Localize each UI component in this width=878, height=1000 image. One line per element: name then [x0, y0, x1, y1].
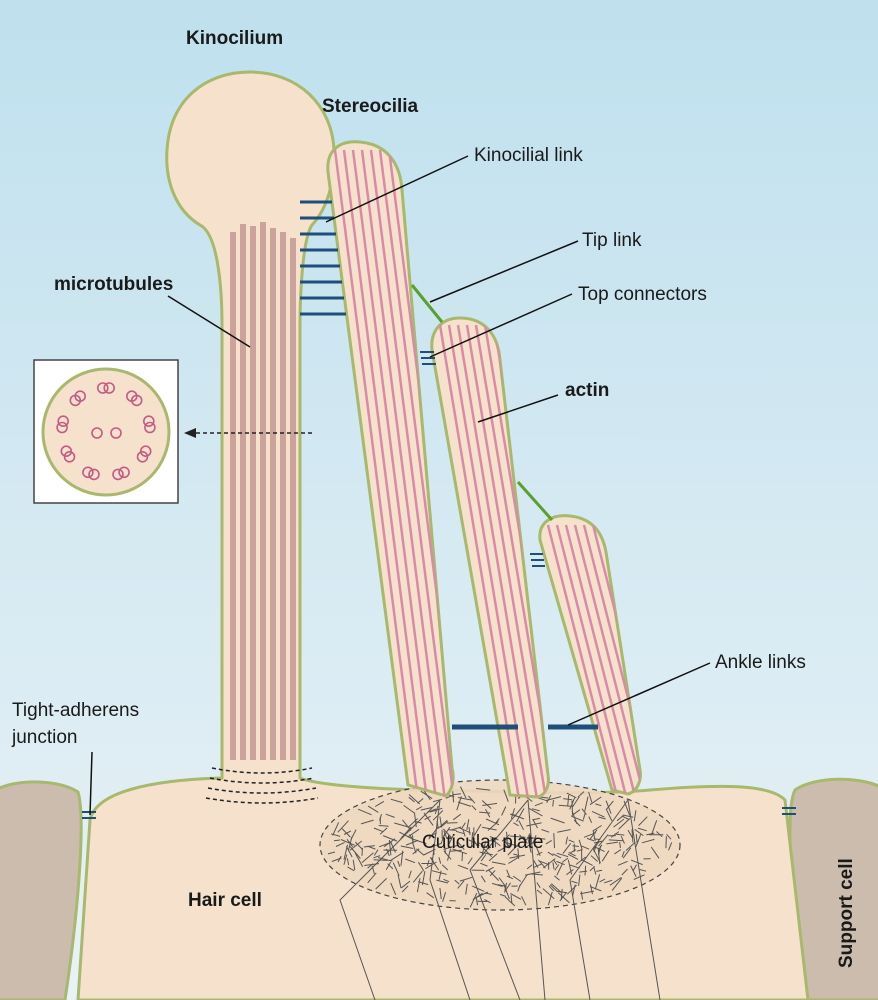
cuticular-plate-texture — [327, 786, 673, 908]
label-cuticular-plate: Cuticular plate — [422, 832, 543, 853]
top-connectors — [420, 351, 545, 567]
label-hair-cell: Hair cell — [188, 890, 262, 911]
leader-lines — [89, 155, 711, 816]
rootlets — [339, 799, 661, 1000]
basal-body — [205, 767, 319, 804]
tight-adherens-junction — [82, 807, 796, 819]
label-stereocilia: Stereocilia — [322, 96, 419, 117]
central-pair — [91, 427, 122, 439]
microtubule-doublets — [56, 382, 156, 481]
cross-section-membrane — [41, 367, 171, 497]
tip-links — [410, 284, 554, 522]
label-kinocilium: Kinocilium — [186, 28, 283, 49]
support-cell-left — [0, 780, 83, 1000]
label-kinocilial-link: Kinocilial link — [474, 145, 583, 166]
label-tip-link: Tip link — [582, 230, 642, 251]
label-tight-adherens-1: Tight-adherens — [12, 700, 139, 721]
label-microtubules: microtubules — [54, 274, 173, 295]
label-top-connectors: Top connectors — [578, 284, 707, 305]
label-actin: actin — [565, 380, 609, 401]
label-support-cell: Support cell — [836, 858, 857, 968]
kinocilial-links — [300, 200, 346, 316]
label-ankle-links: Ankle links — [715, 652, 806, 673]
cross-section-arrowhead — [184, 428, 196, 438]
stereocilium-middle — [430, 316, 550, 799]
label-tight-adherens-2: junction — [11, 727, 78, 748]
microtubules — [230, 222, 296, 760]
